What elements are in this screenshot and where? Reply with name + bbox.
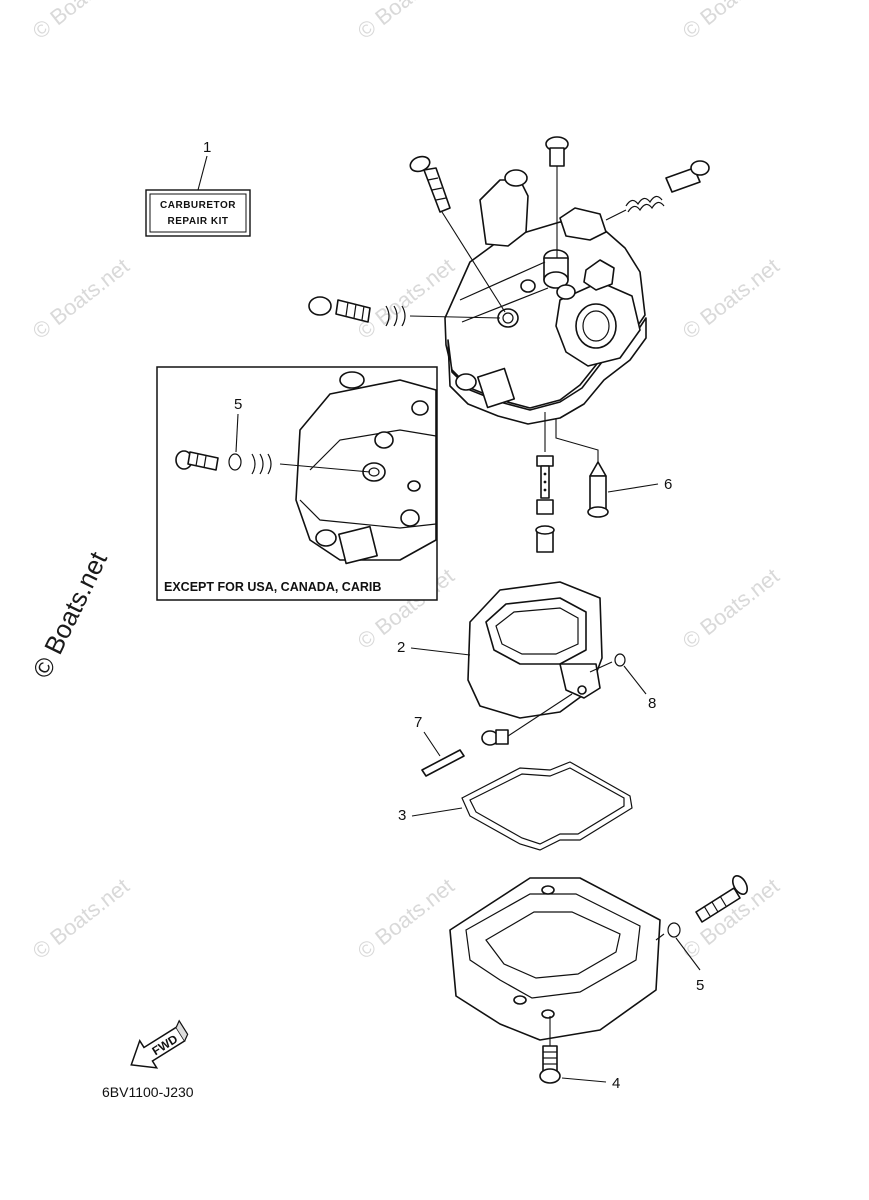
inset-box: 5 EXCEPT FOR USA, CANADA, CARIB <box>156 366 438 601</box>
repair-kit-label: CARBURETOR REPAIR KIT <box>145 189 251 237</box>
watermark: © Boats.net <box>28 873 134 964</box>
float-pin: 7 <box>414 714 465 777</box>
bowl-screw: 4 <box>539 1016 620 1092</box>
watermark: © Boats.net <box>678 0 784 44</box>
kit-label-line1: CARBURETOR <box>160 200 236 211</box>
watermark: © Boats.net <box>678 253 784 344</box>
watermark: © Boats.net <box>678 563 784 654</box>
float-needle <box>481 693 573 746</box>
throttle-stop-screw <box>605 160 710 221</box>
callout-number: 7 <box>414 714 422 731</box>
callout-1: 1 <box>197 139 211 191</box>
callout-5-bowl: 5 <box>655 922 704 994</box>
watermark: © Boats.net <box>353 0 459 44</box>
callout-3: 3 <box>398 807 463 824</box>
float-pin-clip: 8 <box>589 653 656 712</box>
needle-valve <box>555 418 609 518</box>
callout-number: 5 <box>234 396 242 413</box>
watermark: © Boats.net <box>678 873 784 964</box>
callout-number: 8 <box>648 695 656 712</box>
top-screw <box>545 136 569 258</box>
main-jet-assembly <box>535 412 555 553</box>
carburetor-body <box>444 169 647 425</box>
kit-label-line2: REPAIR KIT <box>168 216 229 227</box>
callout-number: 3 <box>398 807 406 824</box>
float-bowl <box>449 877 661 1041</box>
drawing-code: 6BV1100-J230 <box>102 1084 194 1100</box>
drain-screw <box>695 875 749 923</box>
callout-2: 2 <box>397 639 471 656</box>
float <box>467 581 603 719</box>
callout-number: 1 <box>203 139 211 156</box>
watermark: © Boats.net <box>28 253 134 344</box>
callout-number: 2 <box>397 639 405 656</box>
callout-number: 5 <box>696 977 704 994</box>
watermark: © Boats.net <box>353 873 459 964</box>
inset-caption: EXCEPT FOR USA, CANADA, CARIB <box>164 580 381 594</box>
callout-6: 6 <box>607 476 672 493</box>
idle-screw-main <box>308 296 501 327</box>
callout-number: 6 <box>664 476 672 493</box>
watermark: © Boats.net <box>353 253 459 344</box>
float-bowl-gasket <box>461 761 633 851</box>
watermark-main: © Boats.net <box>26 546 113 682</box>
watermark: © Boats.net <box>28 0 134 44</box>
pilot-screw-top <box>409 155 506 313</box>
callout-number: 4 <box>612 1075 620 1092</box>
fwd-arrow: FWD <box>130 1019 189 1069</box>
